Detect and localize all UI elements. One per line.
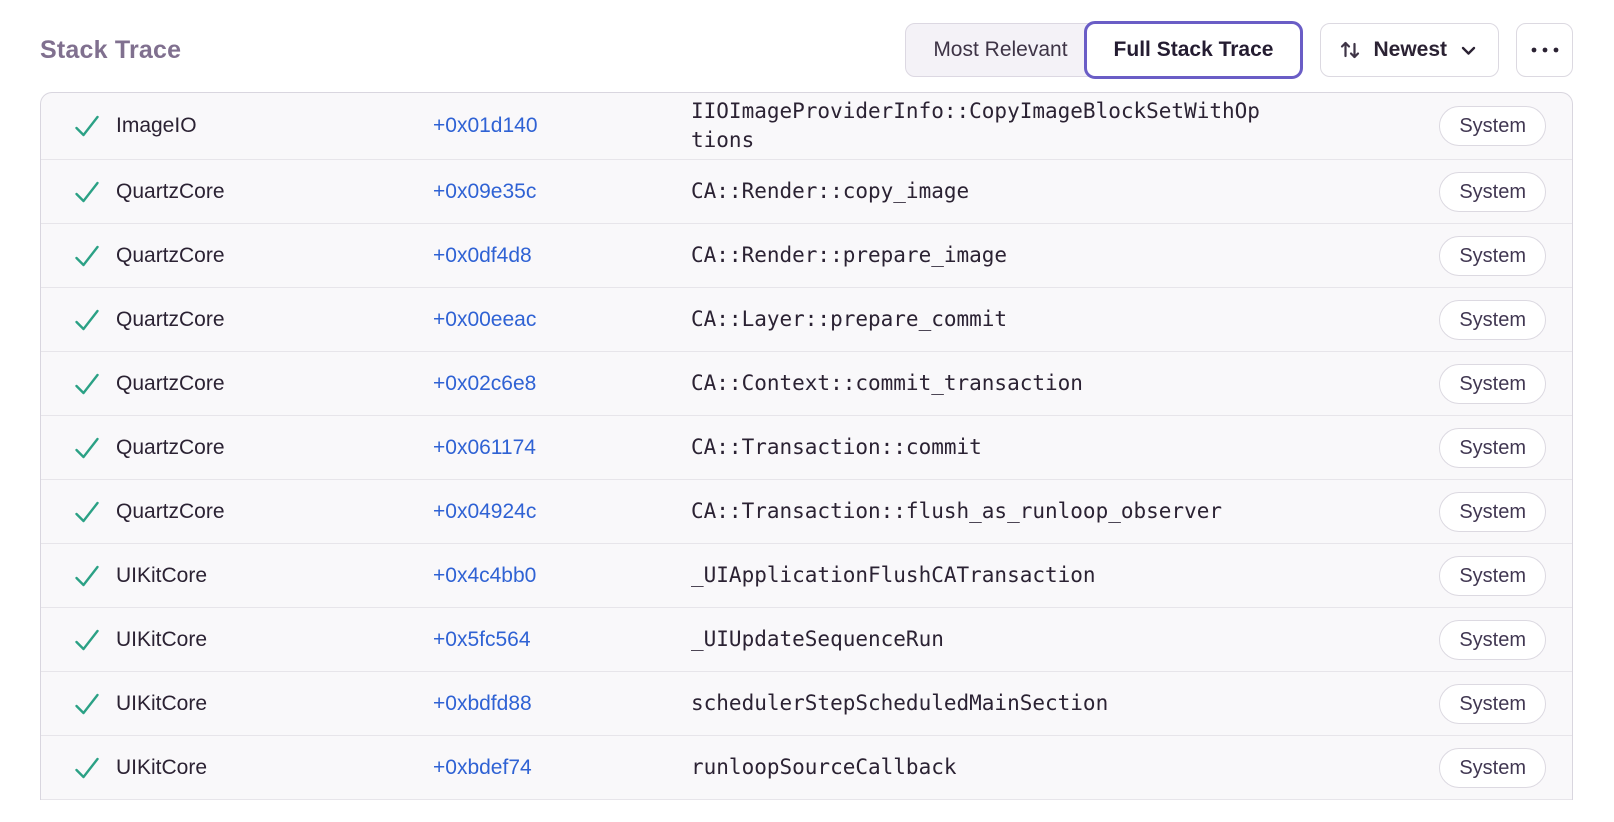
sort-order-label: Newest: [1373, 38, 1447, 61]
frame-system-badge: System: [1439, 491, 1546, 532]
frame-function-name: CA::Layer::prepare_commit: [691, 307, 1008, 331]
frame-check-icon: [73, 753, 101, 783]
frame-address-link[interactable]: +0x5fc564: [433, 627, 531, 651]
frame-check-icon: [73, 241, 101, 271]
frame-module-name: ImageIO: [116, 114, 197, 137]
header-controls: Most Relevant Full Stack Trace Newest: [905, 21, 1573, 79]
frame-check-icon: [73, 497, 101, 527]
frame-address-link[interactable]: +0x01d140: [433, 114, 538, 137]
frame-function-name: IIOImageProviderInfo::CopyImageBlockSetW…: [691, 99, 1260, 152]
frame-system-badge: System: [1439, 555, 1546, 596]
stack-trace-header: Stack Trace Most Relevant Full Stack Tra…: [40, 21, 1573, 79]
stack-frame-row[interactable]: ImageIO +0x01d140 IIOImageProviderInfo::…: [41, 93, 1572, 160]
stack-frame-row[interactable]: UIKitCore +0xbdfd88 schedulerStepSchedul…: [41, 672, 1572, 736]
frame-check-icon: [73, 433, 101, 463]
stack-frame-row[interactable]: QuartzCore +0x0df4d8 CA::Render::prepare…: [41, 224, 1572, 288]
stack-frame-row[interactable]: QuartzCore +0x04924c CA::Transaction::fl…: [41, 480, 1572, 544]
frame-module-name: UIKitCore: [116, 627, 208, 651]
frame-system-badge: System: [1439, 363, 1546, 404]
page-title: Stack Trace: [40, 35, 182, 64]
frame-system-badge: System: [1439, 619, 1546, 660]
frame-module-name: QuartzCore: [116, 307, 225, 331]
frame-system-badge: System: [1439, 747, 1546, 788]
frame-module-name: QuartzCore: [116, 499, 225, 523]
sort-newest-dropdown[interactable]: Newest: [1320, 23, 1499, 77]
frame-system-badge: System: [1439, 683, 1546, 724]
frame-function-name: _UIUpdateSequenceRun: [691, 627, 944, 651]
frame-address-link[interactable]: +0x09e35c: [433, 179, 537, 203]
frame-function-name: CA::Transaction::commit: [691, 435, 982, 459]
frame-check-icon: [73, 561, 101, 591]
frame-module-name: QuartzCore: [116, 435, 225, 459]
frame-address-link[interactable]: +0x061174: [433, 435, 536, 459]
frame-function-name: CA::Render::prepare_image: [691, 243, 1008, 267]
full-stack-trace-button[interactable]: Full Stack Trace: [1083, 21, 1304, 79]
sort-arrows-icon: [1338, 38, 1362, 62]
frame-address-link[interactable]: +0x00eeac: [433, 307, 537, 331]
frame-address-link[interactable]: +0xbdef74: [433, 755, 532, 779]
frame-system-badge: System: [1439, 299, 1546, 340]
frame-address-link[interactable]: +0xbdfd88: [433, 691, 532, 715]
frame-address-link[interactable]: +0x02c6e8: [433, 371, 537, 395]
stack-trace-panel: Stack Trace Most Relevant Full Stack Tra…: [40, 21, 1573, 800]
frame-module-name: UIKitCore: [116, 755, 208, 779]
frame-function-name: CA::Context::commit_transaction: [691, 371, 1083, 395]
frame-module-name: UIKitCore: [116, 691, 208, 715]
frame-check-icon: [73, 111, 101, 141]
stack-frame-row[interactable]: QuartzCore +0x02c6e8 CA::Context::commit…: [41, 352, 1572, 416]
frame-address-link[interactable]: +0x0df4d8: [433, 243, 532, 267]
frame-system-badge: System: [1439, 427, 1546, 468]
frame-function-name: _UIApplicationFlushCATransaction: [691, 563, 1096, 587]
frame-function-name: runloopSourceCallback: [691, 755, 957, 779]
stack-frame-row[interactable]: QuartzCore +0x09e35c CA::Render::copy_im…: [41, 160, 1572, 224]
frame-check-icon: [73, 305, 101, 335]
frame-check-icon: [73, 625, 101, 655]
frame-check-icon: [73, 369, 101, 399]
frame-module-name: QuartzCore: [116, 371, 225, 395]
frame-address-link[interactable]: +0x04924c: [433, 499, 537, 523]
stack-frame-row[interactable]: QuartzCore +0x061174 CA::Transaction::co…: [41, 416, 1572, 480]
frame-function-name: schedulerStepScheduledMainSection: [691, 691, 1109, 715]
frame-module-name: QuartzCore: [116, 179, 225, 203]
more-options-button[interactable]: [1516, 23, 1573, 77]
frame-system-badge: System: [1439, 106, 1546, 146]
frame-system-badge: System: [1439, 171, 1546, 212]
stack-frame-row[interactable]: UIKitCore +0x5fc564 _UIUpdateSequenceRun…: [41, 608, 1572, 672]
frame-function-name: CA::Render::copy_image: [691, 179, 970, 203]
frame-module-name: UIKitCore: [116, 563, 208, 587]
frame-module-name: QuartzCore: [116, 243, 225, 267]
most-relevant-button[interactable]: Most Relevant: [905, 23, 1094, 77]
frame-system-badge: System: [1439, 235, 1546, 276]
chevron-down-icon: [1458, 40, 1479, 61]
frame-check-icon: [73, 177, 101, 207]
display-option-segmented-control: Most Relevant Full Stack Trace: [905, 21, 1304, 79]
stack-frame-row[interactable]: QuartzCore +0x00eeac CA::Layer::prepare_…: [41, 288, 1572, 352]
stack-frame-row[interactable]: UIKitCore +0x4c4bb0 _UIApplicationFlushC…: [41, 544, 1572, 608]
frame-check-icon: [73, 689, 101, 719]
stack-trace-table: ImageIO +0x01d140 IIOImageProviderInfo::…: [40, 92, 1573, 800]
stack-frame-row[interactable]: UIKitCore +0xbdef74 runloopSourceCallbac…: [41, 736, 1572, 800]
frame-address-link[interactable]: +0x4c4bb0: [433, 563, 537, 587]
frame-function-name: CA::Transaction::flush_as_runloop_observ…: [691, 499, 1223, 523]
ellipsis-icon: [1530, 46, 1560, 54]
